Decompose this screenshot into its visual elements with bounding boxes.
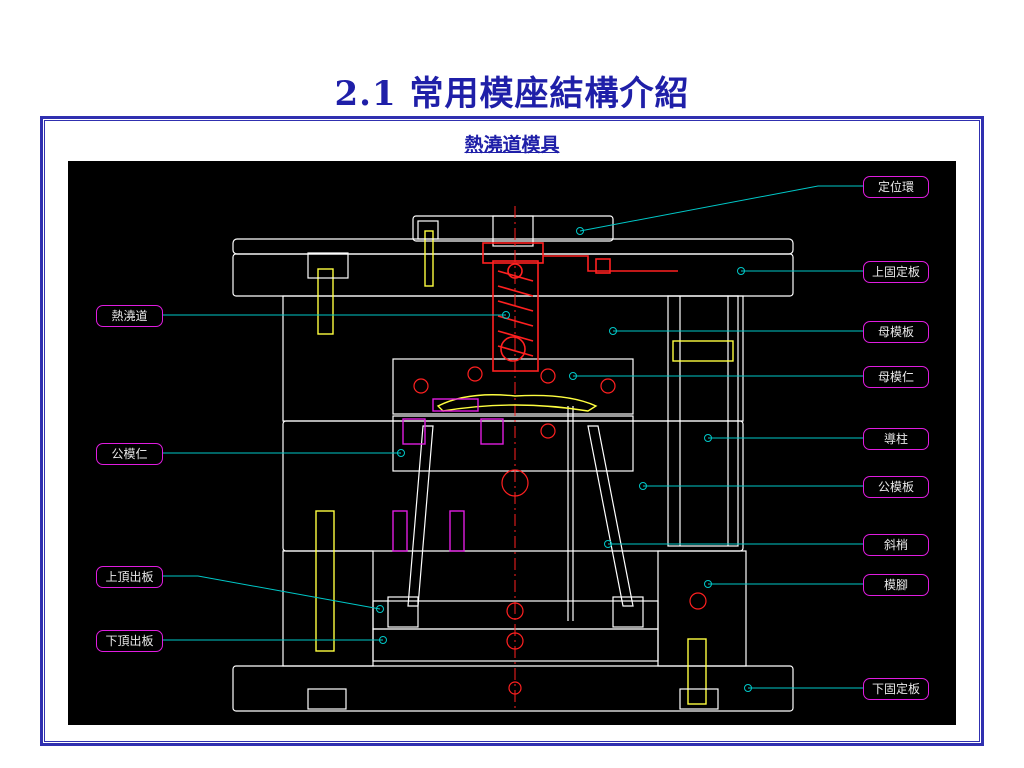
content-frame [40, 116, 984, 746]
label-cavity-plate: 母模板 [863, 321, 929, 343]
label-locating-ring: 定位環 [863, 176, 929, 198]
core-bolts [392, 398, 504, 552]
label-hot-runner: 熱澆道 [96, 305, 163, 327]
mold-cad-drawing: 定位環 上固定板 母模板 母模仁 導柱 公模板 斜梢 模腳 下固定板 熱澆道 公… [68, 161, 956, 725]
content-frame-inner [44, 120, 980, 742]
label-lower-ejector-plate: 下頂出板 [96, 630, 163, 652]
label-core-plate: 公模板 [863, 476, 929, 498]
guide-pillar-bushing [667, 295, 739, 547]
page-title: 2.1 常用模座結構介紹 [334, 74, 690, 114]
label-core-insert: 公模仁 [96, 443, 163, 465]
label-guide-pillar: 導柱 [863, 428, 929, 450]
label-cavity-insert: 母模仁 [863, 366, 929, 388]
bolt-holes [413, 366, 707, 695]
label-bottom-clamp-plate: 下固定板 [863, 678, 929, 700]
guide-pins [315, 230, 734, 705]
core-insert [392, 415, 634, 472]
label-top-clamp-plate: 上固定板 [863, 261, 929, 283]
leader-lines [163, 185, 863, 689]
angle-pins [407, 406, 634, 621]
mold-structure-svg [163, 185, 863, 712]
hot-runner-system [482, 242, 678, 372]
support-block-left [282, 550, 374, 667]
label-angle-pin: 斜梢 [863, 534, 929, 556]
cavity-insert [392, 358, 634, 415]
label-upper-ejector-plate: 上頂出板 [96, 566, 163, 588]
diagram-subtitle: 熱澆道模具 [464, 134, 560, 156]
label-support-block: 模腳 [863, 574, 929, 596]
